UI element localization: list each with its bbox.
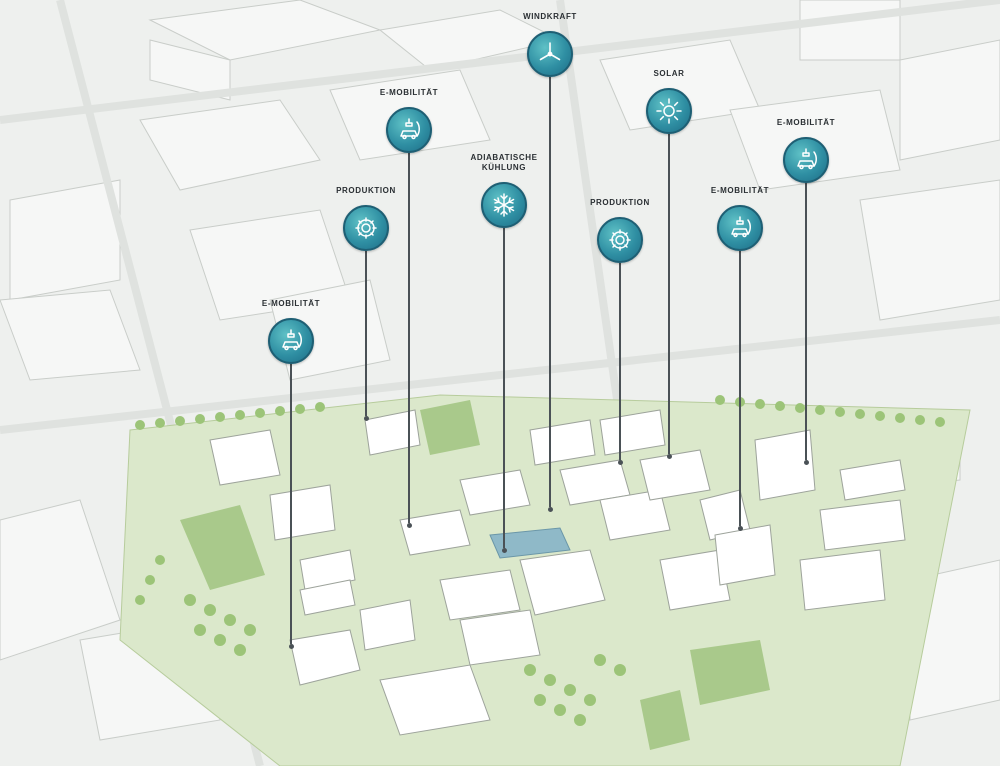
marker-leader-line [503, 228, 505, 548]
ev-charging-icon [282, 329, 302, 351]
marker-circle[interactable] [597, 217, 643, 263]
ev-charging-icon [797, 148, 817, 170]
marker-circle[interactable] [268, 318, 314, 364]
marker-anchor-dot [547, 507, 553, 512]
marker-anchor-dot [288, 644, 294, 649]
marker-anchor-dot [501, 548, 507, 553]
marker-label: ADIABATISCHE KÜHLUNG [470, 153, 538, 172]
marker-leader-line [408, 153, 410, 523]
marker-leader-line [290, 364, 292, 644]
marker-circle[interactable] [646, 88, 692, 134]
marker-label: WINDKRAFT [523, 12, 577, 21]
marker-anchor-dot [617, 460, 623, 465]
marker-leader-line [805, 183, 807, 460]
marker-leader-line [619, 263, 621, 460]
marker-circle[interactable] [386, 107, 432, 153]
marker-label: PRODUKTION [590, 198, 650, 207]
marker-circle[interactable] [717, 205, 763, 251]
wind-turbine-icon [539, 42, 561, 61]
gear-icon [609, 229, 631, 251]
water-basin [489, 527, 571, 559]
marker-circle[interactable] [343, 205, 389, 251]
marker-anchor-dot [406, 523, 412, 528]
marker-label: E-MOBILITÄT [710, 186, 770, 195]
marker-label: E-MOBILITÄT [261, 299, 321, 308]
gear-icon [355, 217, 377, 239]
marker-anchor-dot [666, 454, 672, 459]
marker-leader-line [668, 134, 670, 454]
site-buildings [209, 409, 906, 736]
ev-charging-icon [731, 216, 751, 238]
ev-charging-icon [400, 118, 420, 140]
trees [135, 395, 945, 726]
marker-circle[interactable] [783, 137, 829, 183]
marker-leader-line [365, 251, 367, 416]
marker-label: E-MOBILITÄT [379, 88, 439, 97]
marker-anchor-dot [803, 460, 809, 465]
marker-circle[interactable] [527, 31, 573, 77]
sun-icon [656, 98, 682, 124]
marker-label: E-MOBILITÄT [776, 118, 836, 127]
snowflake-icon [493, 193, 515, 217]
marker-label: PRODUKTION [336, 186, 396, 195]
marker-circle[interactable] [481, 182, 527, 228]
marker-anchor-dot [363, 416, 369, 421]
marker-leader-line [549, 77, 551, 507]
marker-anchor-dot [737, 526, 743, 531]
marker-label: SOLAR [653, 69, 685, 78]
marker-leader-line [739, 251, 741, 526]
